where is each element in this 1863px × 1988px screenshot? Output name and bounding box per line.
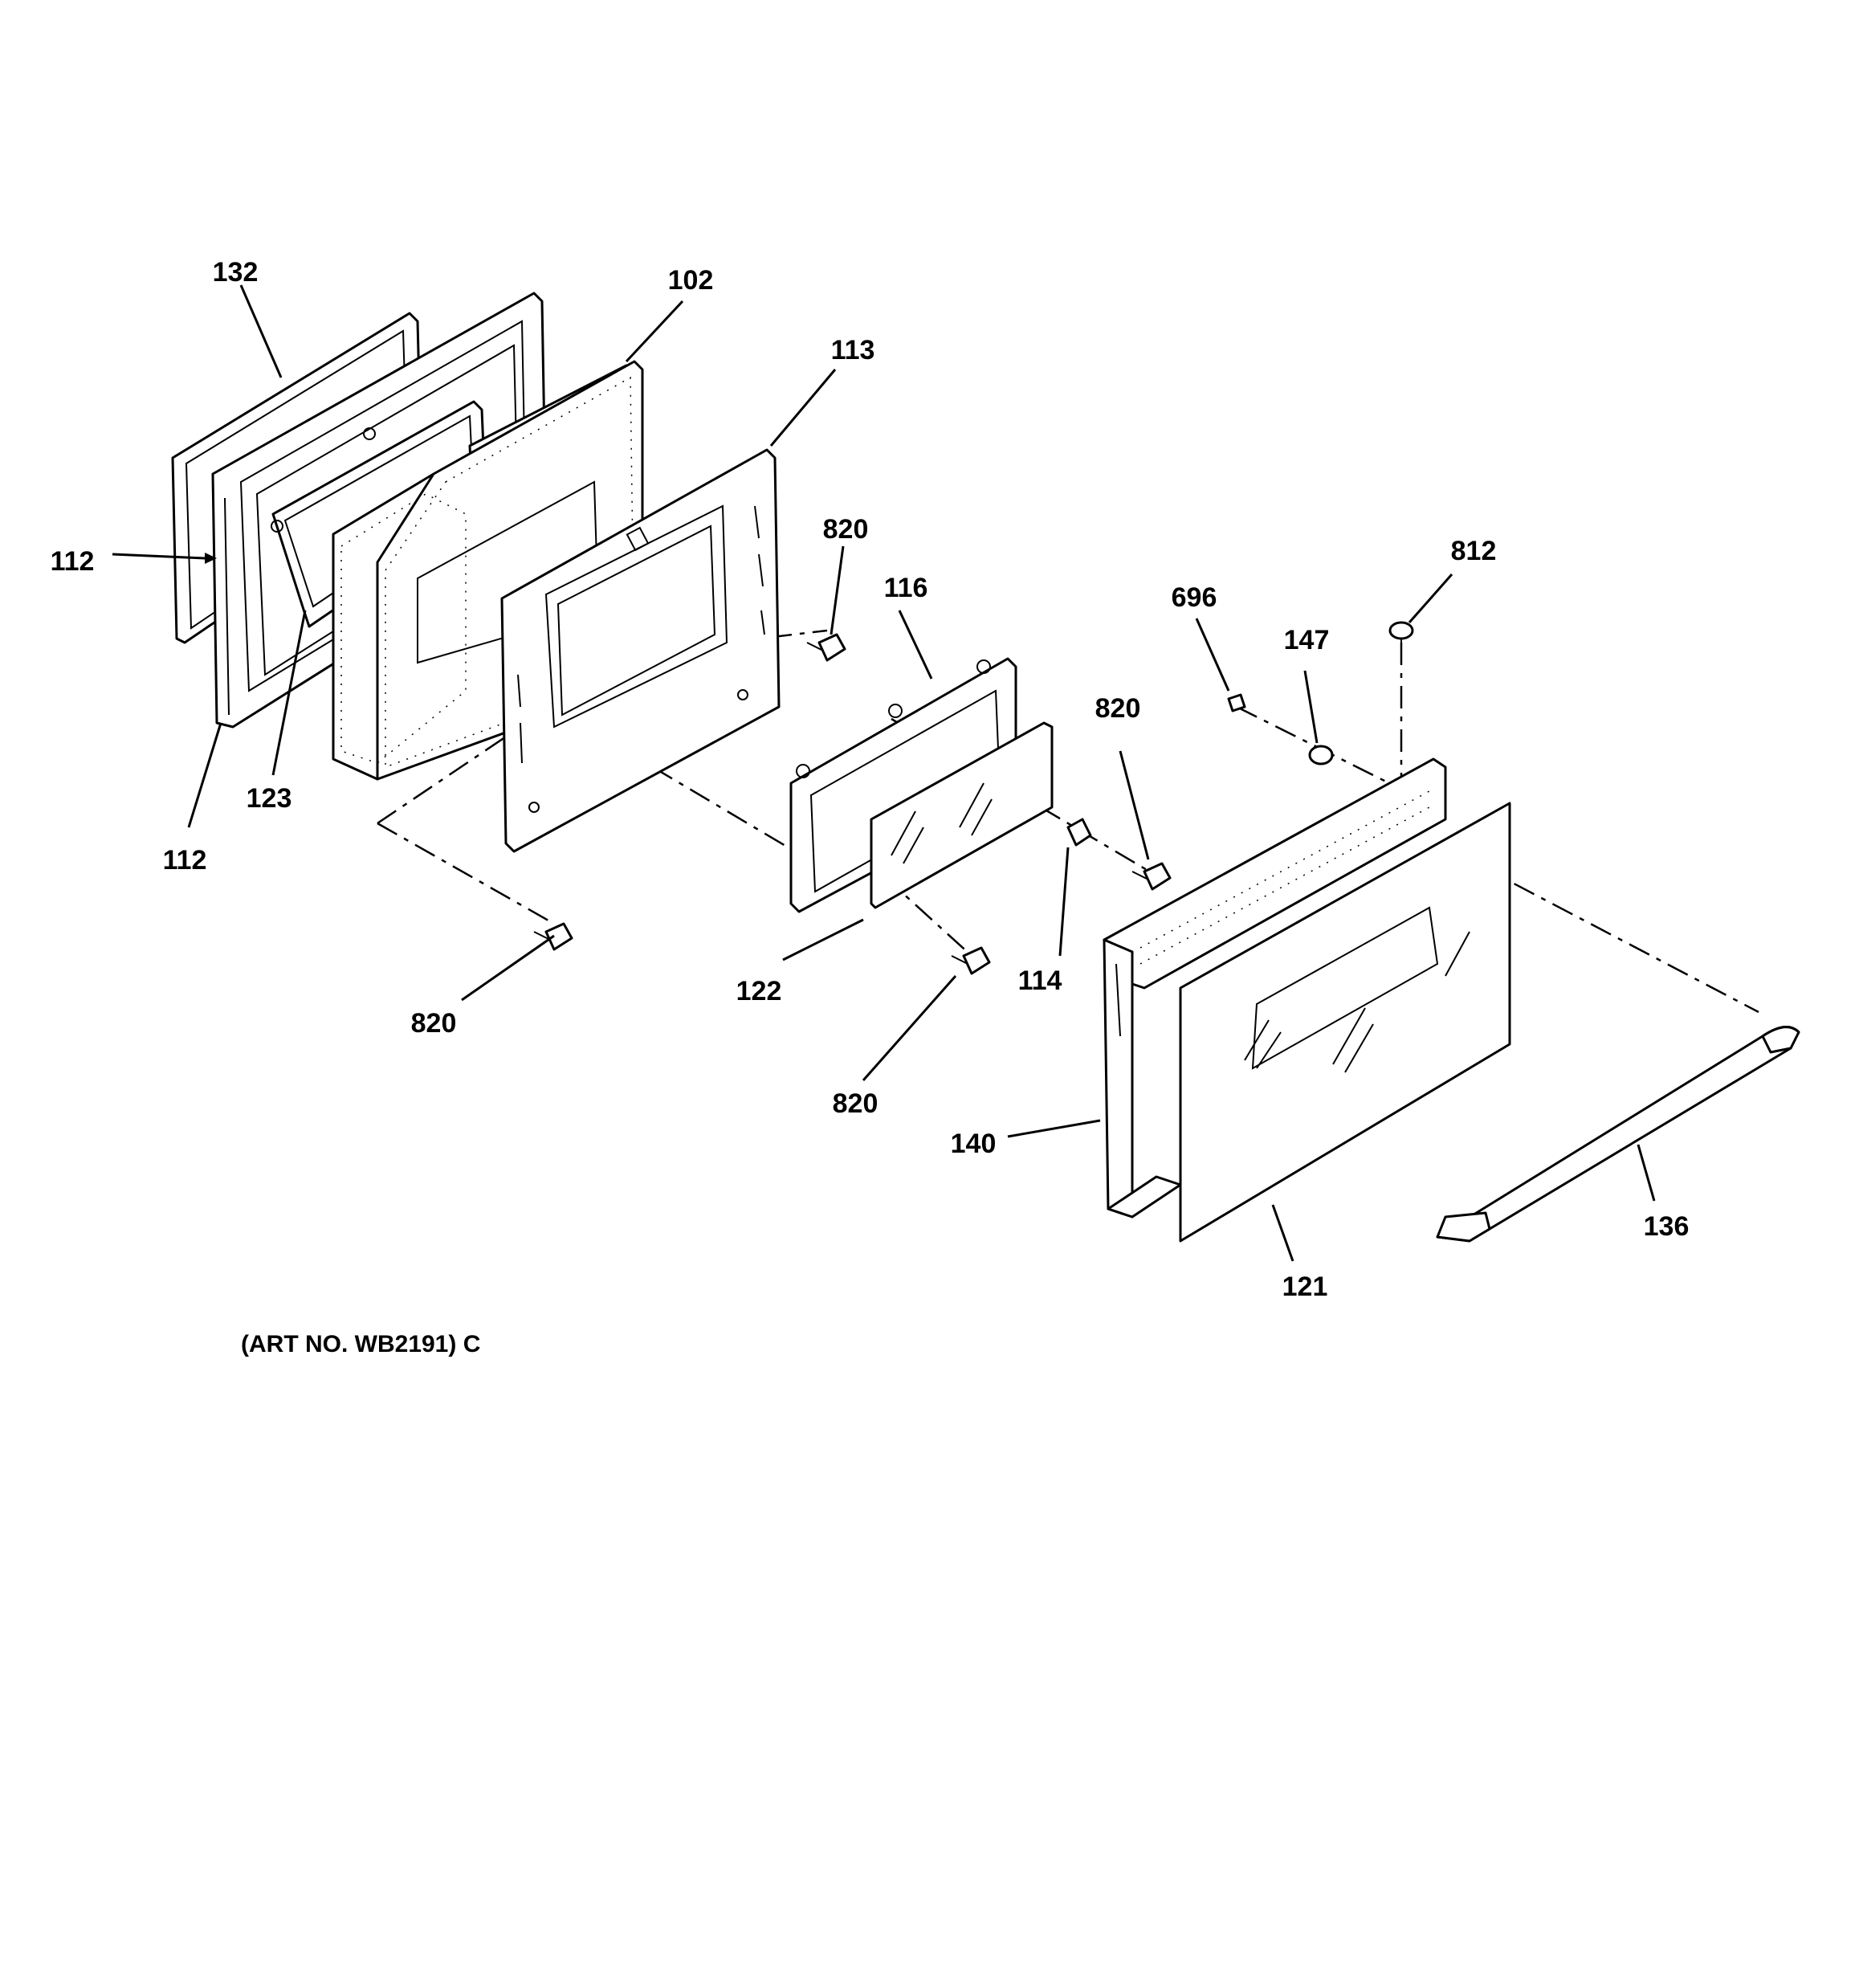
callout-114: 114 [1018,965,1062,996]
part-121-outer-glass [1179,802,1511,1243]
callout-116: 116 [884,573,928,603]
callout-132: 132 [213,257,259,288]
part-114-bracket [1066,818,1092,847]
callout-820-left: 820 [411,1008,457,1039]
callout-102: 102 [668,265,714,296]
callout-140: 140 [951,1129,997,1159]
callout-812: 812 [1451,536,1497,566]
screw-820-a [806,633,846,662]
screw-820-c [951,946,991,975]
callout-112-upper: 112 [51,546,95,577]
callout-121: 121 [1282,1272,1328,1302]
part-147-spacer [1308,745,1334,765]
callout-136: 136 [1644,1211,1690,1242]
part-812-screw [1388,621,1414,655]
callout-820-right: 820 [1095,693,1141,724]
art-number-caption: (ART NO. WB2191) C [241,1331,480,1357]
part-136-door-handle [1436,1026,1800,1243]
callout-113: 113 [831,335,875,365]
screw-820-b [533,922,573,951]
callout-147: 147 [1284,625,1330,655]
callout-820-bottom: 820 [833,1088,879,1119]
callout-112-lower: 112 [163,845,207,876]
part-113-door-panel [500,448,781,853]
callout-820-upper: 820 [823,514,869,545]
callout-696: 696 [1172,582,1217,613]
callout-123: 123 [247,783,292,814]
callout-labels: 132 102 113 112 112 123 820 820 820 820 … [51,257,1690,1302]
part-140-door-frame [1103,757,1447,1219]
leader-lines [112,284,1656,1262]
part-122-inner-glass [870,721,1054,909]
callout-122: 122 [736,976,782,1006]
part-696-screw [1227,693,1246,712]
screw-820-d [1131,862,1172,891]
